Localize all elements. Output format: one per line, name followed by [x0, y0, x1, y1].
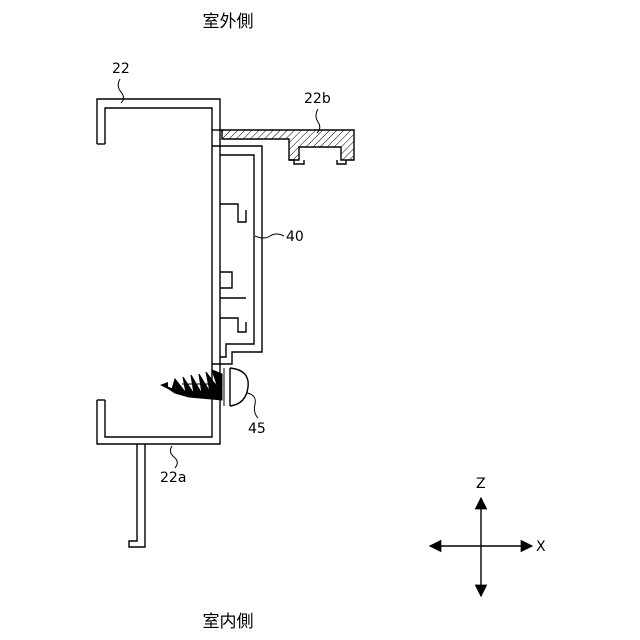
label-22: 22: [112, 61, 130, 77]
frame-rail-22b: [222, 130, 354, 164]
screw-45: [160, 368, 248, 406]
outdoor-side-title: 室外側: [203, 12, 254, 32]
frame-flange-22a: [129, 444, 145, 547]
axis-indicator: Z X: [430, 476, 546, 596]
label-40: 40: [286, 229, 304, 245]
indoor-side-title: 室内側: [203, 612, 254, 632]
label-45: 45: [248, 421, 266, 437]
label-22a: 22a: [160, 470, 186, 486]
label-22b: 22b: [304, 91, 331, 107]
axis-z-label: Z: [476, 476, 486, 492]
axis-x-label: X: [536, 539, 546, 555]
